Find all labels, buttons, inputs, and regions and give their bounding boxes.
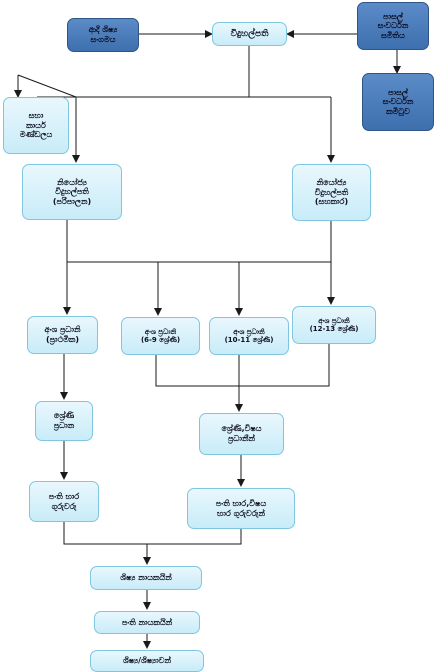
node-label-line: අංශ ප්‍රධානි [318,316,350,325]
node-label-line: (10-11 ශ්‍රේණි) [224,336,274,344]
node-label-line: කමිටුව [386,106,410,116]
node-label-line: අංශ ප්‍රධානි [233,327,265,336]
node-label-line: පංති භාර,විෂය [215,498,267,508]
node-label-line: ආදි ශිෂ්‍ය [88,25,118,35]
node-label-line: ශ්‍රේණි [53,411,75,421]
principal-box: විදුහල්පති [212,22,287,46]
node-label-line: (6-9 ශ්‍රේණි) [140,336,181,344]
node-label-line: ප්‍රධාන [53,421,75,430]
node-label-line: සමිතිය [381,30,405,40]
node-label-line: පාසල් [383,11,403,21]
node-label-line: නියෝජ්‍ය [316,178,347,188]
node-label-line: අංශ ප්‍රධානි [44,325,81,335]
node-label-line: සංවර්ධන [377,21,409,31]
node-label-line: භාර ගුරුවරුන් [217,508,265,518]
node-label-line: පංති භාර [48,491,80,501]
node-label-line: පංති නායකයින් [121,617,173,627]
node-label-line: ගුරුවරු [51,501,77,511]
section-head-grades-12-13-box: අංශ ප්‍රධානි(12-13 ශ්‍රේණි) [292,306,376,344]
grade-heads-box: ශ්‍රේණිප්‍රධාන [35,401,93,441]
node-label-line: (12-13 ශ්‍රේණි) [309,325,359,333]
node-label-line: ශිෂ්‍ය/ශිෂ්‍යාවන් [122,656,172,666]
student-leaders-box: ශිෂ්‍ය නායකයින් [90,566,202,590]
node-label-line: කාර්ය [26,120,46,130]
node-label-line: (පරිපාලන) [52,196,92,206]
section-head-primary-box: අංශ ප්‍රධානි(ප්‍රාථමික) [27,316,98,354]
node-label-line: සංවර්ධන [382,97,414,107]
node-label-line: නියෝජ්‍ය [57,177,87,187]
node-label-line: සංගමය [90,35,116,44]
connector-line [63,522,242,545]
node-label-line: මණ්ඩලය [19,130,53,140]
connector-line [155,344,330,387]
node-label-line: ශ්‍රේණි,විෂය [221,424,262,434]
section-head-grades-6-9-box: අංශ ප්‍රධානි(6-9 ශ්‍රේණි) [121,317,200,355]
node-label-line: විදුහල්පති [55,187,89,197]
node-label-line: විදුහල්පති [230,28,269,39]
node-label-line: අංශ ප්‍රධානි [144,327,177,336]
node-label-line: (ප්‍රාථමික) [45,335,80,344]
node-label-line: සභා [28,111,44,121]
section-head-grades-10-11-box: අංශ ප්‍රධානි(10-11 ශ්‍රේණි) [209,317,289,355]
node-label-line: පාසල් [388,87,408,97]
node-label-line: ප්‍රධානීන් [228,434,255,443]
node-label-line: විදුහල්පති [314,187,349,197]
node-label-line: (සහකාර) [314,197,349,207]
node-label-line: ශිෂ්‍ය නායකයින් [120,573,172,583]
class-leaders-box: පංති නායකයින් [94,611,200,634]
